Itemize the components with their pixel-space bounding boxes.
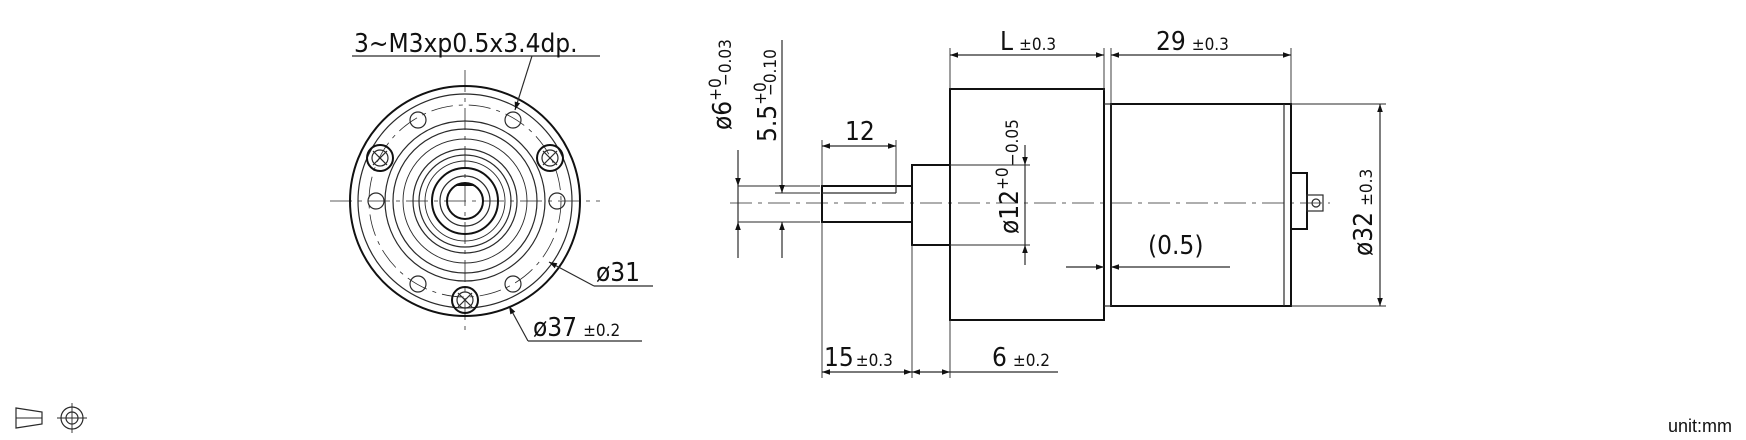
shaft-diameter-tol-lower: −0.03 [716, 39, 736, 86]
screw-head-icon [451, 286, 479, 314]
hole-note-label: 3~M3xp0.5x3.4dp. [354, 29, 578, 59]
rear-terminal [1290, 172, 1308, 230]
boss-diameter-tol-lower: −0.05 [1003, 119, 1023, 166]
shaft-flat-label: 5.5+0 [751, 82, 783, 142]
threaded-hole [504, 275, 522, 293]
output-shaft [821, 185, 913, 223]
threaded-hole [409, 275, 427, 293]
shaft-flat-tol-lower: −0.10 [761, 49, 781, 96]
motor-diameter-label: ø32±0.3 [1349, 169, 1379, 256]
unit-label: unit:mm [1668, 416, 1732, 436]
gearbox-length-label: L±0.3 [1000, 27, 1056, 57]
outer-flange-circle [349, 85, 581, 317]
first-angle-projection-icon [15, 403, 87, 433]
flat-length-label: 12 [845, 117, 875, 147]
boss [911, 164, 951, 246]
side-view: ø6+0 −0.03 5.5+0 −0.10 12 ø12+0 −0.05 L±… [706, 27, 1386, 378]
gap-label: (0.5) [1148, 231, 1203, 261]
motor-length-label: 29±0.3 [1156, 27, 1229, 57]
threaded-hole [504, 111, 522, 129]
outer-diameter-label: ø37±0.2 [533, 313, 620, 343]
threaded-hole [367, 192, 385, 210]
pcd-diameter-label: ø31 [596, 258, 640, 288]
boss-diameter-label: ø12+0 [993, 167, 1025, 234]
threaded-hole [409, 111, 427, 129]
motor-body [1110, 103, 1292, 307]
threaded-hole [548, 192, 566, 210]
screw-head-icon [536, 144, 564, 172]
shaft-length-label: 15±0.3 [824, 343, 893, 373]
shaft-diameter-label: ø6+0 [706, 78, 738, 130]
gearbox-body [949, 88, 1105, 321]
boss-length-label: 6±0.2 [992, 343, 1050, 373]
front-view: 3~M3xp0.5x3.4dp. ø31 ø37±0.2 [330, 29, 653, 343]
screw-head-icon [366, 144, 394, 172]
